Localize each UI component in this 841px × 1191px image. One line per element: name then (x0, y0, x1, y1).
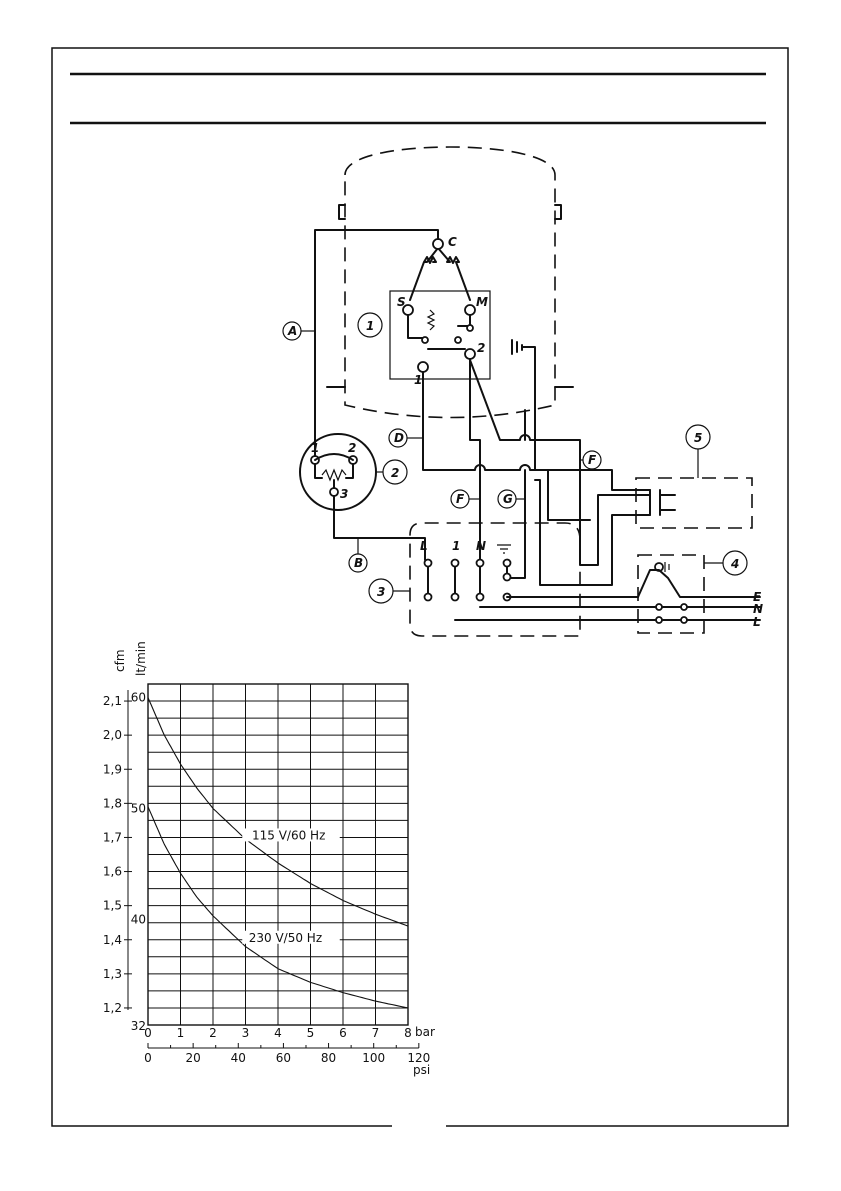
page-number-gap (392, 1118, 446, 1132)
cfm-tick-label: 1,9 (103, 762, 122, 776)
terminal-m-label: M (476, 295, 488, 309)
callout-4-label: 4 (730, 557, 739, 571)
callout-3-label: 3 (377, 585, 385, 599)
bar-tick-label: 4 (274, 1026, 282, 1040)
wire-d (423, 372, 650, 490)
wire-f2 (470, 360, 650, 565)
pressure-switch: 5 (636, 425, 752, 528)
chart-grid (148, 684, 408, 1025)
supply-switch: 4 E N L (455, 551, 763, 633)
psi-tick-label: 60 (276, 1051, 291, 1065)
cable-label-g-text: G (503, 492, 513, 506)
bar-tick-label: 2 (209, 1026, 217, 1040)
callout-2-label: 2 (391, 466, 399, 480)
y-right-label: lt/min (134, 641, 148, 676)
callout-1-label: 1 (366, 319, 374, 333)
bar-tick-label: 6 (339, 1026, 347, 1040)
relay-terminal-2-label: 2 (477, 341, 485, 355)
cfm-tick-label: 2,0 (103, 728, 122, 742)
thermal-protector: 1 2 3 2 (300, 434, 407, 510)
psi-tick-label: 0 (144, 1051, 152, 1065)
terminal-s-label: S (397, 295, 406, 309)
wiring-diagram: C S M 1 2 1 (283, 147, 763, 636)
cfm-tick-label: 1,8 (103, 796, 122, 810)
tank-earth-icon (512, 340, 535, 408)
wire-f1 (470, 359, 480, 560)
ltmin-tick-label: 60 (131, 691, 146, 705)
tank-feet (327, 205, 573, 387)
motor-windings: C (410, 235, 470, 300)
page-frame (52, 48, 788, 1126)
protector-terminal-3 (330, 488, 338, 496)
psi-tick-label: 100 (362, 1051, 385, 1065)
bar-tick-label: 5 (307, 1026, 315, 1040)
cfm-tick-label: 1,2 (103, 1001, 122, 1015)
bar-tick-label: 8 (404, 1026, 412, 1040)
protector-terminal-2-label: 2 (348, 441, 356, 455)
y-left-label: cfm (113, 649, 127, 672)
bar-unit-label: bar (415, 1025, 435, 1039)
tank-outline (345, 147, 555, 418)
block-label-n: N (476, 539, 486, 553)
psi-unit-label: psi (413, 1063, 430, 1077)
cable-label-d-text: D (394, 431, 404, 445)
ltmin-tick-label: 50 (131, 801, 146, 815)
cable-label-b-text: B (354, 556, 363, 570)
cable-label-f-left-text: F (456, 492, 465, 506)
cfm-tick-label: 1,5 (103, 899, 122, 913)
supply-label-l: L (753, 615, 761, 629)
bar-tick-label: 1 (177, 1026, 185, 1040)
relay-terminal-2 (465, 349, 475, 359)
terminal-c-label: C (448, 235, 457, 249)
series-label: 115 V/60 Hz (252, 828, 325, 842)
psi-tick-label: 40 (231, 1051, 246, 1065)
protector-terminal-3-label: 3 (340, 487, 348, 501)
psi-tick-label: 20 (185, 1051, 200, 1065)
callout-5-label: 5 (694, 431, 702, 445)
cfm-tick-label: 1,6 (103, 865, 122, 879)
block-label-1: 1 (452, 539, 460, 553)
cfm-tick-label: 1,4 (103, 933, 122, 947)
relay-terminal-1-label: 1 (414, 373, 422, 387)
ltmin-tick-label: 40 (131, 912, 146, 926)
cfm-tick-label: 2,1 (103, 694, 122, 708)
psi-tick-label: 80 (321, 1051, 336, 1065)
relay-terminal-1 (418, 362, 428, 372)
cable-label-f-right-text: F (588, 453, 597, 467)
bar-tick-label: 7 (372, 1026, 380, 1040)
terminal-m (465, 305, 475, 315)
bar-tick-label: 0 (144, 1026, 152, 1040)
wire-earth (535, 408, 650, 585)
terminal-c (433, 239, 443, 249)
supply-label-n: N (753, 602, 763, 616)
cfm-tick-label: 1,7 (103, 830, 122, 844)
block-earth-icon (497, 545, 511, 553)
bar-tick-label: 3 (242, 1026, 250, 1040)
block-label-l: L (420, 539, 428, 553)
series-label: 230 V/50 Hz (249, 931, 322, 945)
cable-label-a-text: A (287, 324, 297, 338)
wire-a (315, 230, 438, 456)
cfm-tick-label: 1,3 (103, 967, 122, 981)
